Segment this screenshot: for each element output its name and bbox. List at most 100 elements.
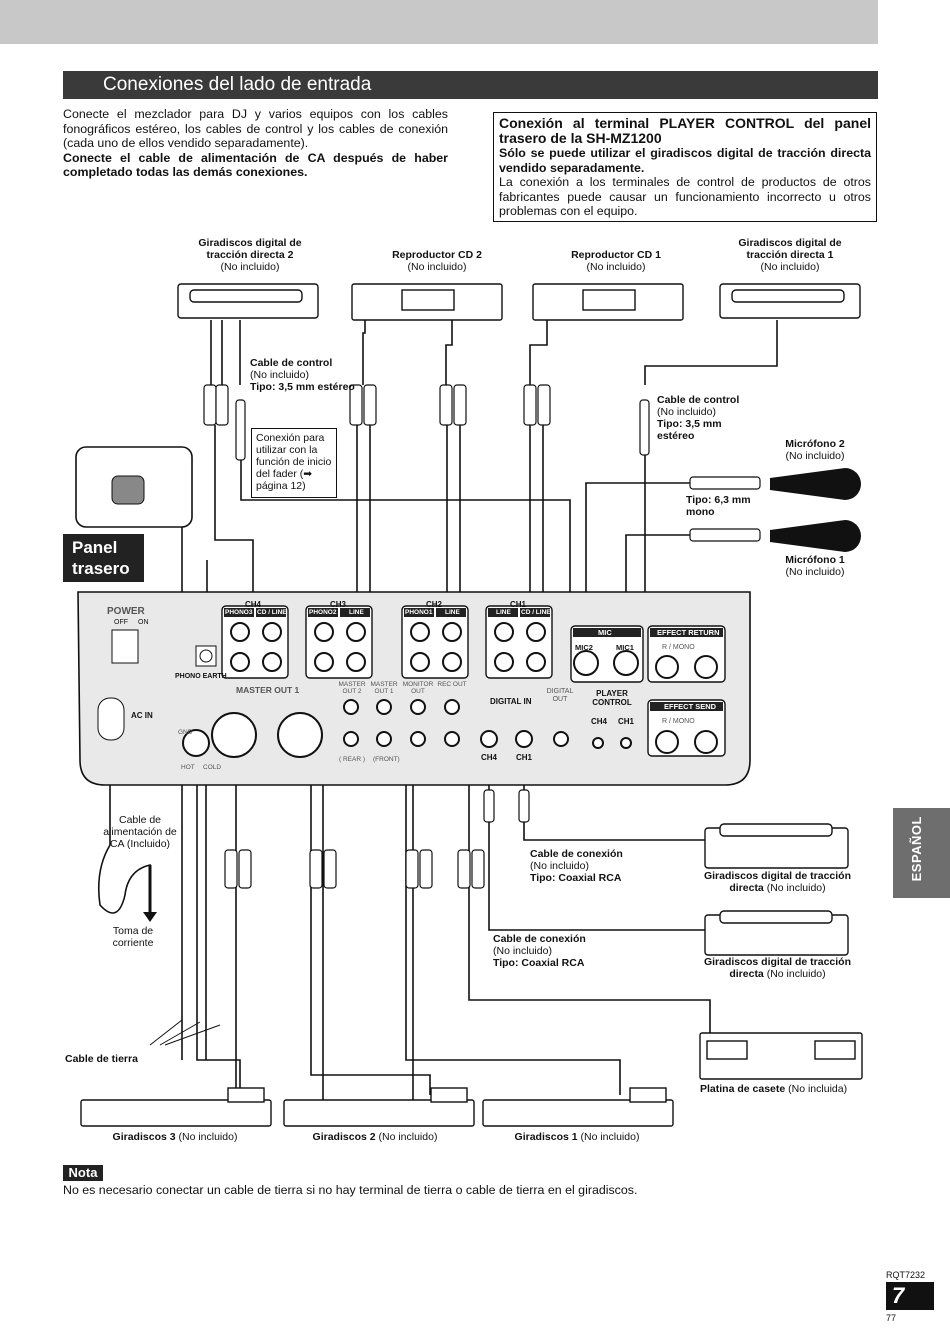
dig-right1-note: (No incluido) (766, 882, 826, 894)
tt2-label: Giradiscos 2 (No incluido) (290, 1131, 460, 1143)
tt1-label: Giradiscos 1 (No incluido) (492, 1131, 662, 1143)
cd2-label: Reproductor CD 2(No incluido) (362, 249, 512, 273)
ch1-label: CH1 (510, 600, 527, 609)
intro-bold: Conecte el cable de alimentación de CA d… (63, 150, 448, 180)
mic-label: MIC (598, 628, 612, 637)
mic1-note: (No incluido) (785, 566, 845, 578)
cc-left-note: (No incluido) (250, 369, 309, 381)
rear-label: ( REAR ) (339, 756, 365, 763)
ac-in-label: AC IN (131, 711, 153, 720)
line2-label: LINE (445, 609, 460, 616)
coax2-label: Cable de conexión (No incluido) Tipo: Co… (493, 933, 623, 969)
coax1-label: Cable de conexión (No incluido) Tipo: Co… (530, 848, 660, 884)
player-control-heading: Conexión al terminal PLAYER CONTROL del … (499, 115, 871, 146)
dig-right1-label: Giradiscos digital de tracción directa (… (695, 870, 860, 894)
mic2-jack-label: MIC2 (575, 643, 593, 652)
player-control-text: La conexión a los terminales de control … (499, 175, 871, 218)
dj2-name: Giradiscos digital de tracción directa 2 (198, 237, 302, 261)
dj2-note: (No incluido) (220, 261, 280, 273)
language-tab-label: ESPAÑOL (909, 816, 924, 882)
tt1-name: Giradiscos 1 (514, 1131, 578, 1143)
cassette-note: (No incluida) (788, 1083, 848, 1095)
ch4-label: CH4 (245, 600, 262, 609)
page-sub: 77 (886, 1313, 897, 1323)
coax2-title: Cable de conexión (493, 933, 586, 945)
cd1-label: Reproductor CD 1(No incluido) (541, 249, 691, 273)
cd1-name: Reproductor CD 1 (571, 249, 661, 261)
tt3-name: Giradiscos 3 (112, 1131, 176, 1143)
line3-label: LINE (349, 609, 364, 616)
dj1-note: (No incluido) (760, 261, 820, 273)
panel-trasero-tag: Panel trasero (63, 534, 144, 582)
r-mono-label: R / MONO (662, 644, 695, 651)
page-number: 7 (886, 1282, 934, 1310)
cc-left-type: Tipo: 3,5 mm estéreo (250, 381, 355, 393)
monitor-out-label: MONITOR OUT (402, 681, 434, 695)
player-control-bold: Sólo se puede utilizar el giradiscos dig… (499, 146, 871, 175)
mic1-label: Micrófono 1(No incluido) (776, 554, 854, 578)
tt2-note: (No incluido) (378, 1131, 438, 1143)
cd2-name: Reproductor CD 2 (392, 249, 482, 261)
outlet-label: Toma de corriente (112, 925, 154, 949)
mic1-name: Micrófono 1 (785, 554, 845, 566)
effect-send-label: EFFECT SEND (664, 702, 717, 711)
coax1-title: Cable de conexión (530, 848, 623, 860)
coax1-type: Tipo: Coaxial RCA (530, 872, 622, 884)
r-mono2-label: R / MONO (662, 718, 695, 725)
power-cable-label: Cable de alimentación de CA (Incluido) (103, 814, 177, 850)
mic2-label: Micrófono 2(No incluido) (776, 438, 854, 462)
tt1-note: (No incluido) (580, 1131, 640, 1143)
mic1-jack-label: MIC1 (616, 643, 634, 652)
digital-in-label: DIGITAL IN (490, 697, 532, 706)
dj1-name: Giradiscos digital de tracción directa 1 (738, 237, 842, 261)
cd2-note: (No incluido) (407, 261, 467, 273)
intro-text: Conecte el mezclador para DJ y varios eq… (63, 107, 448, 151)
cdline4-label: CD / LINE (257, 609, 287, 616)
language-tab: ESPAÑOL (893, 808, 950, 898)
gnd-label: GND (178, 729, 193, 736)
phono3-label: PHONO3 (225, 609, 253, 616)
fader-note: Conexión para utilizar con la función de… (251, 428, 337, 498)
tt3-label: Giradiscos 3 (No incluido) (90, 1131, 260, 1143)
cdline1-label: CD / LINE (521, 609, 551, 616)
hot-label: HOT (181, 764, 195, 771)
rec-out-label: REC OUT (437, 681, 467, 688)
channel-label-bars (224, 608, 723, 711)
doc-id: RQT7232 (886, 1270, 926, 1280)
master-out2-label: MASTER OUT 2 (338, 681, 366, 695)
dig-right2-label: Giradiscos digital de tracción directa (… (695, 956, 860, 980)
cd1-note: (No incluido) (586, 261, 646, 273)
mic2-note: (No incluido) (785, 450, 845, 462)
intro-paragraph: Conecte el mezclador para DJ y varios eq… (63, 107, 448, 180)
line1-label: LINE (496, 609, 511, 616)
ch3-label: CH3 (330, 600, 347, 609)
mic-type-label: Tipo: 6,3 mm mono (686, 494, 751, 518)
on-label: ON (138, 619, 149, 626)
control-cable-left-label: Cable de control (No incluido) Tipo: 3,5… (250, 357, 360, 393)
cc-left-title: Cable de control (250, 357, 333, 369)
digital-out-label: DIGITAL OUT (546, 688, 574, 703)
top-band (0, 0, 878, 44)
off-label: OFF (114, 619, 128, 626)
cassette-label: Platina de casete (No incluida) (700, 1083, 870, 1095)
tt2-name: Giradiscos 2 (312, 1131, 376, 1143)
coax2-type: Tipo: Coaxial RCA (493, 957, 585, 969)
phono1-label: PHONO1 (405, 609, 433, 616)
pc-ch1-label: CH1 (618, 717, 635, 726)
dig-ch1-label: CH1 (516, 753, 533, 762)
dig-right2-name: Giradiscos digital de tracción directa (703, 956, 852, 980)
tt3-note: (No incluido) (178, 1131, 238, 1143)
power-label: POWER (107, 606, 145, 617)
cc-right-type: Tipo: 3,5 mm estéreo (657, 418, 722, 442)
front-label: (FRONT) (373, 756, 400, 763)
dj1-label: Giradiscos digital de tracción directa 1… (720, 237, 860, 273)
pc-ch4-label: CH4 (591, 717, 608, 726)
phono2-label: PHONO2 (309, 609, 337, 616)
coax2-note: (No incluido) (493, 945, 552, 957)
cold-label: COLD (203, 764, 222, 771)
master-out1b-label: MASTER OUT 1 (370, 681, 398, 695)
nota-text: No es necesario conectar un cable de tie… (63, 1183, 638, 1197)
mic2-name: Micrófono 2 (785, 438, 845, 450)
coax1-note: (No incluido) (530, 860, 589, 872)
